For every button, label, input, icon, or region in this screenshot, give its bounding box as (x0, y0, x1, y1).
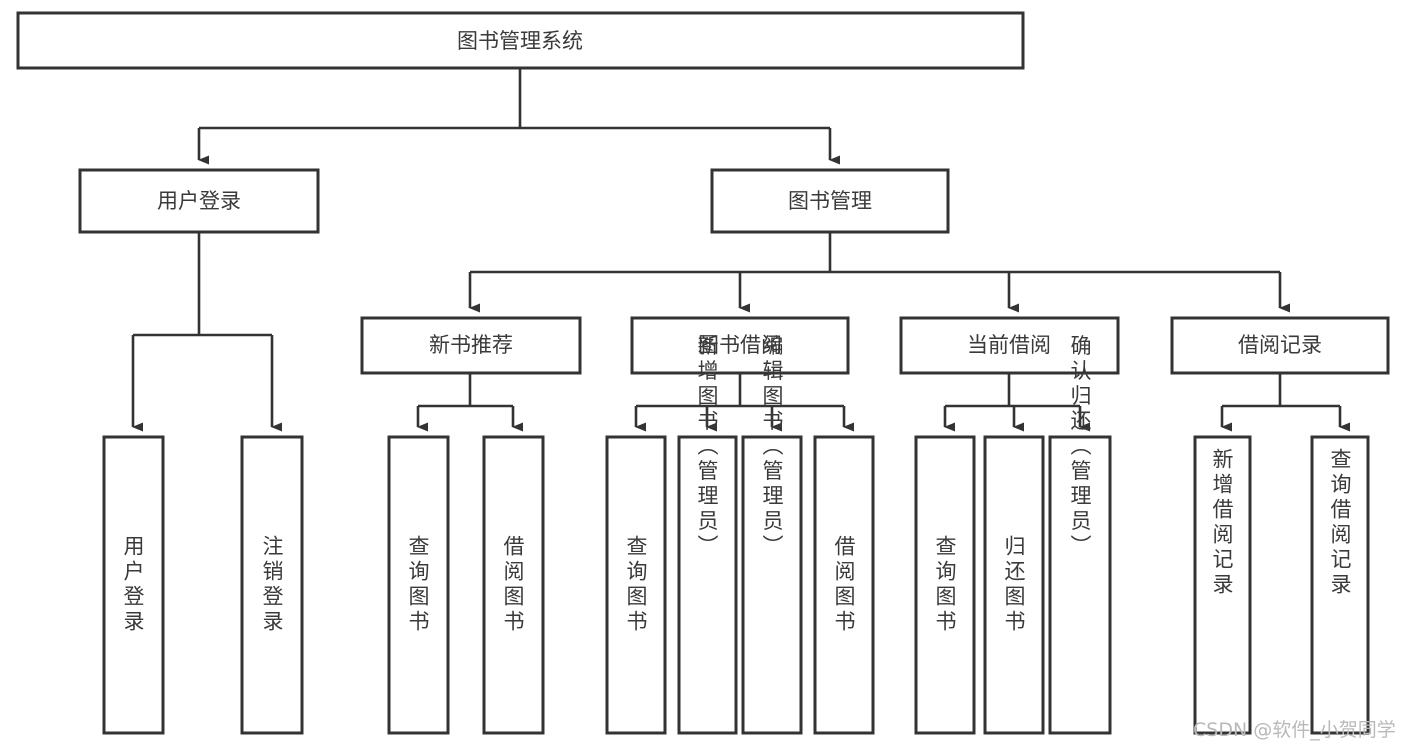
leaf-add-record[interactable]: 新增借阅记录 (1193, 435, 1252, 735)
leaf-return-book-label: 归还图书 (1002, 535, 1026, 635)
leaf-return-book[interactable]: 归还图书 (983, 435, 1045, 735)
leaf-query-book-2-label: 查询图书 (624, 535, 648, 635)
node-user-login-label: 用户登录 (157, 189, 241, 213)
leaf-add-record-label: 新增借阅记录 (1210, 448, 1234, 598)
leaf-query-record[interactable]: 查询借阅记录 (1310, 435, 1370, 735)
leaf-query-book-2-box[interactable] (605, 435, 667, 735)
leaf-query-book-3-box[interactable] (914, 435, 976, 735)
leaf-edit-book-label: 编辑图书（管理员） (760, 335, 784, 560)
leaf-add-record-box[interactable] (1193, 435, 1252, 735)
node-borrow-record-label: 借阅记录 (1238, 333, 1322, 357)
leaf-query-book-1[interactable]: 查询图书 (387, 435, 450, 735)
leaf-add-book-label: 新增图书（管理员） (695, 335, 719, 560)
leaf-borrow-book-2[interactable]: 借阅图书 (813, 435, 875, 735)
leaf-user-login-box[interactable] (102, 435, 165, 735)
leaf-query-book-2[interactable]: 查询图书 (605, 435, 667, 735)
leaf-edit-book[interactable]: 编辑图书（管理员） (741, 335, 803, 735)
node-root-box[interactable] (16, 11, 1025, 70)
leaf-query-book-3-label: 查询图书 (933, 535, 957, 635)
leaf-confirm-return[interactable]: 确认归还（管理员） (1048, 335, 1112, 735)
node-current-borrow-label: 当前借阅 (967, 333, 1051, 357)
leaf-edit-book-box[interactable] (741, 435, 803, 735)
node-user-login-box[interactable] (78, 168, 320, 234)
node-book-borrow-box[interactable] (630, 316, 850, 375)
node-book-borrow[interactable]: 图书借阅 (630, 316, 850, 375)
leaf-query-book-1-label: 查询图书 (406, 535, 430, 635)
node-book-manage[interactable]: 图书管理 (710, 168, 950, 234)
node-root[interactable]: 图书管理系统 (16, 11, 1025, 70)
node-new-book-rec-label: 新书推荐 (429, 333, 513, 357)
node-current-borrow-box[interactable] (899, 316, 1120, 375)
leaf-user-login-label: 用户登录 (121, 535, 145, 635)
leaf-user-logout-box[interactable] (240, 435, 304, 735)
leaf-borrow-book-1-label: 借阅图书 (501, 535, 525, 635)
leaf-query-record-box[interactable] (1310, 435, 1370, 735)
node-new-book-rec-box[interactable] (360, 316, 582, 375)
leaf-add-book[interactable]: 新增图书（管理员） (677, 335, 738, 735)
leaf-user-logout[interactable]: 注销登录 (240, 435, 304, 735)
leaf-add-book-box[interactable] (677, 435, 738, 735)
leaf-user-login[interactable]: 用户登录 (102, 435, 165, 735)
node-borrow-record-box[interactable] (1170, 316, 1390, 375)
node-current-borrow[interactable]: 当前借阅 (899, 316, 1120, 375)
node-book-borrow-label: 图书借阅 (698, 333, 782, 357)
leaf-query-book-3[interactable]: 查询图书 (914, 435, 976, 735)
leaf-borrow-book-2-label: 借阅图书 (832, 535, 856, 635)
node-root-label: 图书管理系统 (457, 29, 583, 53)
node-user-login[interactable]: 用户登录 (78, 168, 320, 234)
node-book-manage-label: 图书管理 (788, 189, 872, 213)
leaf-user-logout-label: 注销登录 (260, 535, 284, 635)
leaf-borrow-book-2-box[interactable] (813, 435, 875, 735)
edge-layer (131, 68, 1350, 432)
node-new-book-rec[interactable]: 新书推荐 (360, 316, 582, 375)
leaf-borrow-book-1-box[interactable] (482, 435, 545, 735)
leaf-query-record-label: 查询借阅记录 (1328, 448, 1352, 598)
leaf-return-book-box[interactable] (983, 435, 1045, 735)
leaf-borrow-book-1[interactable]: 借阅图书 (482, 435, 545, 735)
leaf-confirm-return-box[interactable] (1048, 435, 1112, 735)
node-book-manage-box[interactable] (710, 168, 950, 234)
leaf-confirm-return-label: 确认归还（管理员） (1068, 335, 1092, 560)
csdn-watermark: CSDN @软件_小贺同学 (1193, 719, 1396, 741)
node-borrow-record[interactable]: 借阅记录 (1170, 316, 1390, 375)
leaf-query-book-1-box[interactable] (387, 435, 450, 735)
